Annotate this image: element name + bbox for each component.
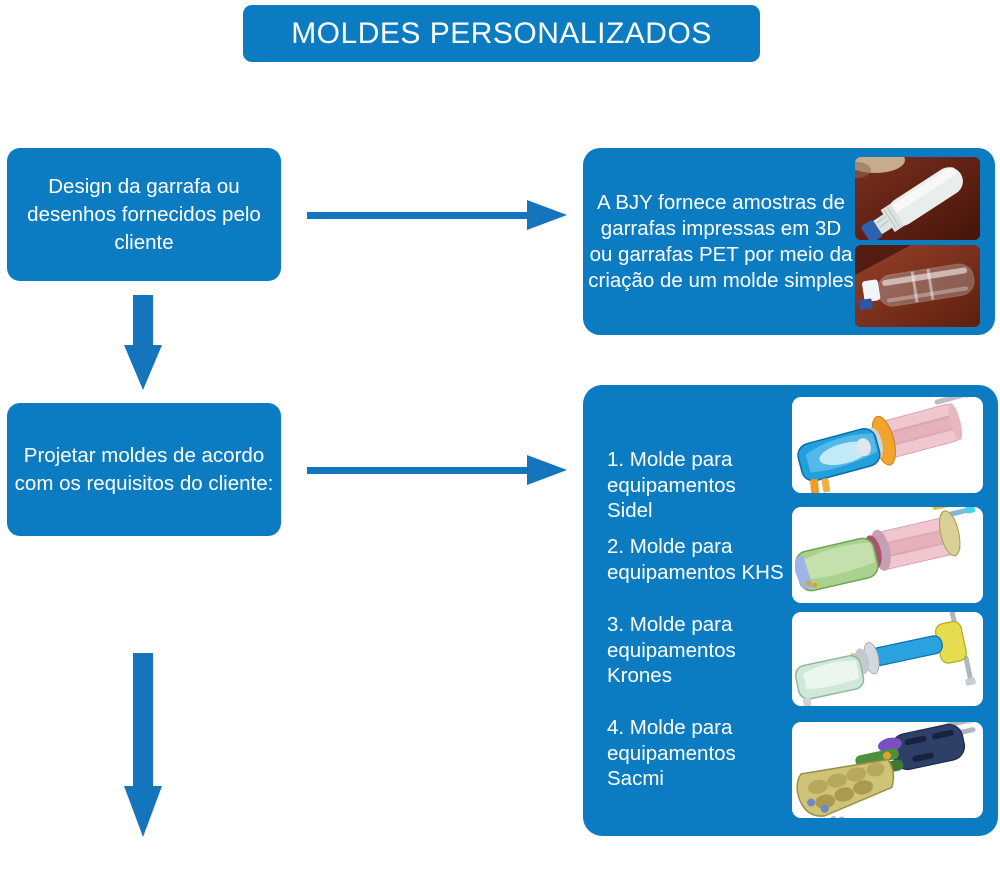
mold-item-krones: 3. Molde para equipamentos Krones bbox=[607, 613, 736, 687]
krones-mold-image bbox=[794, 612, 976, 706]
sidel-mold-image bbox=[797, 397, 974, 493]
arrow-down-step1-head-icon bbox=[124, 345, 162, 390]
khs-mold-render bbox=[792, 507, 983, 603]
arrow-down-step1-shaft bbox=[133, 295, 153, 347]
mold-item-sidel: 1. Molde para equipamentos Sidel bbox=[607, 448, 736, 522]
arrow-down-step2-shaft bbox=[133, 653, 153, 788]
sacmi-mold-render bbox=[792, 722, 983, 818]
step2-box: Projetar moldes de acordo com os requisi… bbox=[7, 403, 281, 536]
khs-mold-image bbox=[794, 507, 976, 592]
pet-bottle-sample-photo bbox=[855, 245, 980, 327]
page-title: MOLDES PERSONALIZADOS bbox=[243, 5, 760, 62]
step2-result-box: 1. Molde para equipamentos Sidel 2. Mold… bbox=[583, 385, 998, 836]
arrow-right-step2-head-icon bbox=[527, 455, 567, 485]
krones-mold-render bbox=[792, 612, 983, 706]
arrow-down-step2-head-icon bbox=[124, 786, 162, 837]
mold-item-khs: 2. Molde para equipamentos KHS bbox=[607, 535, 784, 584]
sidel-mold-render bbox=[792, 397, 983, 493]
mold-item-sacmi: 4. Molde para equipamentos Sacmi bbox=[607, 716, 736, 790]
step1-label: Design da garrafa ou desenhos fornecidos… bbox=[27, 174, 261, 254]
arrow-right-step1-head-icon bbox=[527, 200, 567, 230]
step1-result-box: A BJY fornece amostras de garrafas impre… bbox=[583, 148, 995, 335]
arrow-right-step1-shaft bbox=[307, 212, 529, 219]
step1-box: Design da garrafa ou desenhos fornecidos… bbox=[7, 148, 281, 281]
step1-result-text: A BJY fornece amostras de garrafas impre… bbox=[588, 190, 854, 292]
sacmi-mold-image bbox=[796, 722, 976, 818]
pet-bottle-image bbox=[855, 245, 980, 327]
printed-bottle-image bbox=[855, 157, 980, 240]
step2-label: Projetar moldes de acordo com os requisi… bbox=[14, 443, 274, 495]
arrow-right-step2-shaft bbox=[307, 467, 529, 474]
printed-bottle-sample-photo bbox=[855, 157, 980, 240]
